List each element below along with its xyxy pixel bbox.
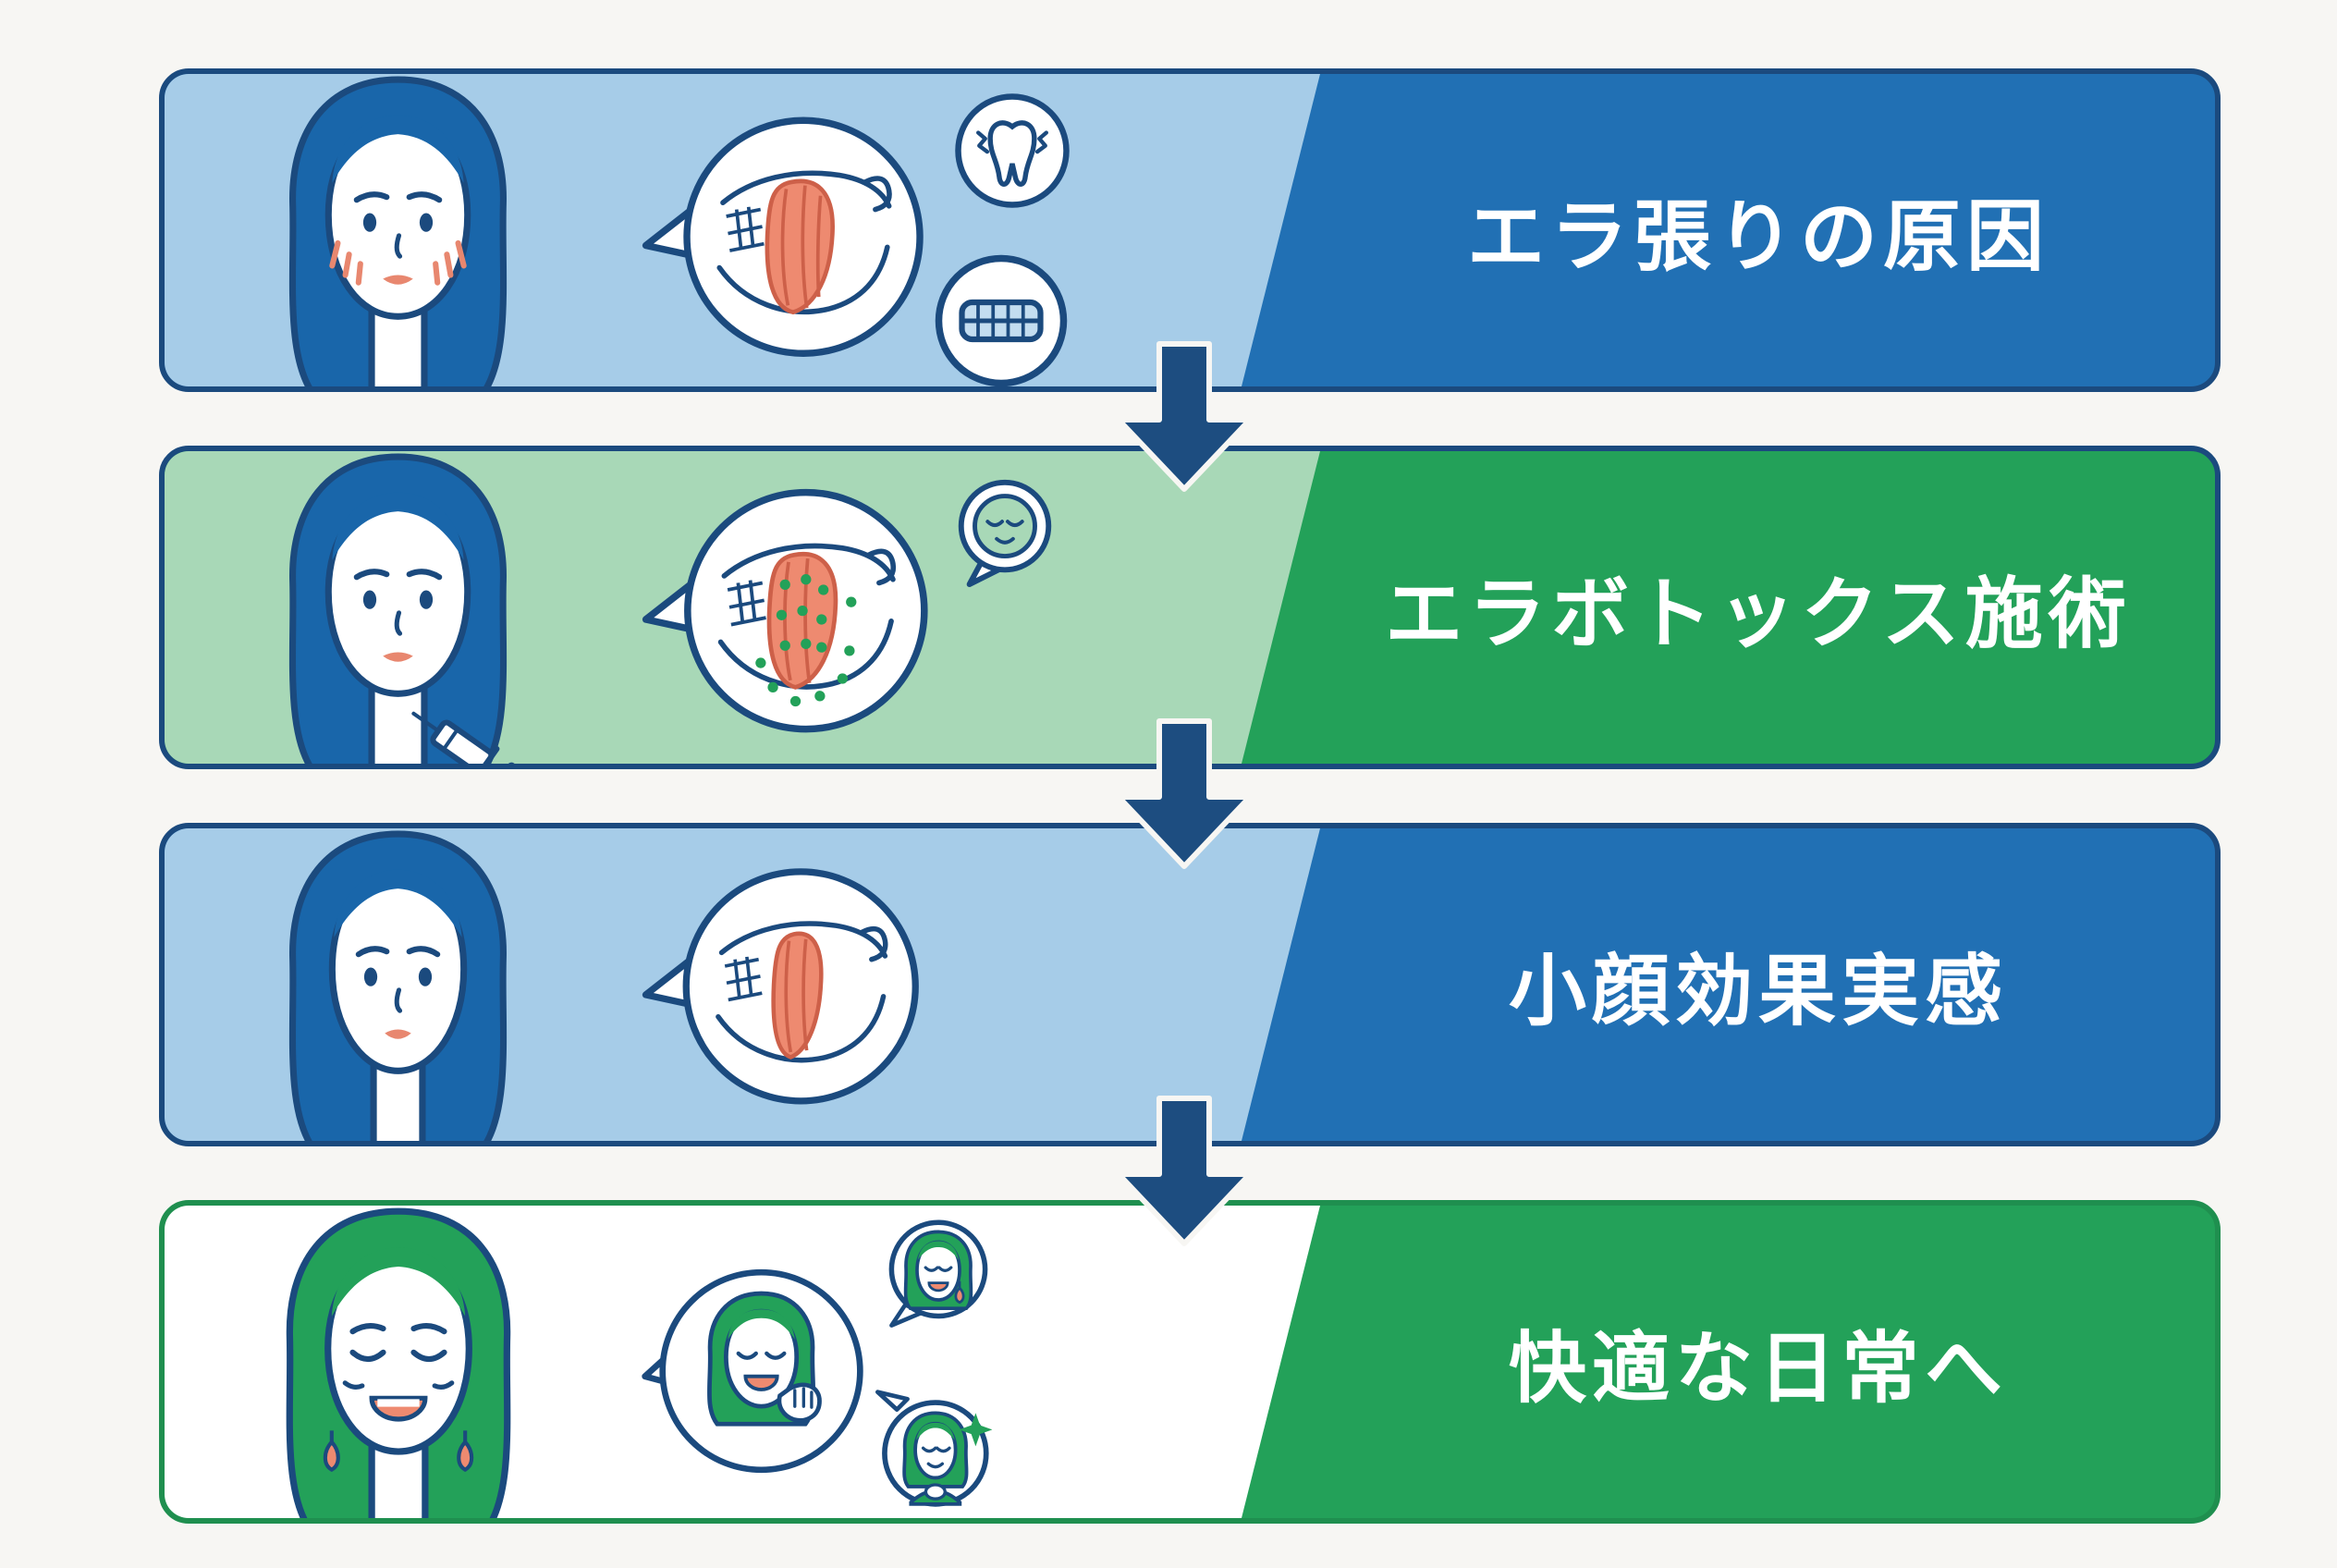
syringe-icon (403, 698, 516, 769)
step-label-cause: エラ張りの原因 (1466, 190, 2049, 282)
step-label-daily-life: 快適な日常へ (1508, 1322, 2008, 1414)
earring-icon (325, 1430, 471, 1469)
step-label-effect: 小顔効果実感 (1508, 945, 2008, 1036)
down-arrow-icon (1116, 1096, 1253, 1246)
slim-muscle-bubble-icon (641, 851, 927, 1121)
down-arrow-icon (1116, 341, 1253, 492)
relieved-face-icon (946, 470, 1064, 593)
step-row-daily-life: 快適な日常へ (159, 1200, 2221, 1524)
step-illustration-panel (165, 828, 1320, 1141)
smiling-woman-icon (246, 1206, 551, 1524)
down-arrow-icon (1116, 718, 1253, 869)
teeth-clenching-icon (932, 251, 1071, 390)
happy-woman-bubble-icon (638, 1256, 867, 1495)
botox-injection-bubble-icon (641, 472, 936, 750)
chatting-woman-icon (875, 1215, 1002, 1334)
step-illustration-panel (165, 1206, 1320, 1518)
step-label-treatment: エラボトックス施術 (1385, 568, 2132, 659)
step-row-treatment: エラボトックス施術 (159, 446, 2221, 769)
step-illustration-panel (165, 74, 1320, 386)
injection-dots (755, 574, 856, 706)
woman-face-injection-icon (257, 451, 539, 769)
step-row-effect: 小顔効果実感 (159, 823, 2221, 1146)
tooth-grinding-icon (952, 91, 1072, 211)
masseter-muscle-bubble-icon (641, 100, 932, 374)
confident-woman-icon (867, 1387, 998, 1513)
sparkle-icon (959, 1413, 992, 1446)
step-row-cause: エラ張りの原因 (159, 68, 2221, 392)
step-illustration-panel (165, 451, 1320, 764)
woman-face-slim-icon (257, 828, 539, 1146)
woman-face-jaw-tension-icon (257, 74, 539, 392)
